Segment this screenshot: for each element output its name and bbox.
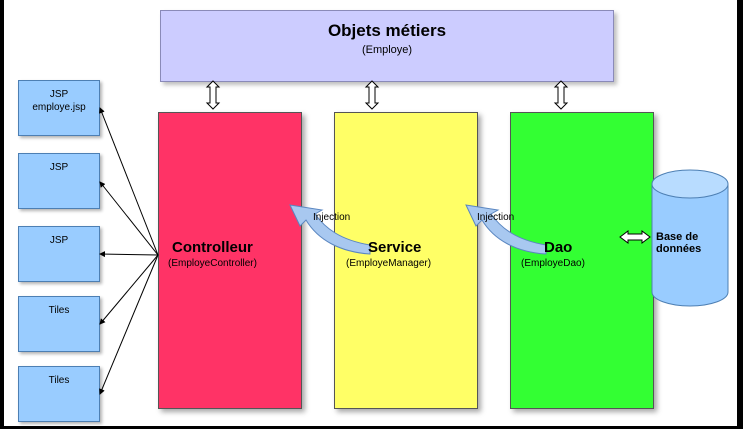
business-object-links [205,80,569,110]
injection-arrow-icon [289,204,371,255]
view-box-jsp-employe: JSP employe.jsp [18,80,100,136]
service-layer-box [334,112,478,409]
controller-label: Controlleur [172,239,253,256]
injection-label-service: Injection [313,212,351,223]
view-box-label: Tiles [48,375,70,386]
injection-label-dao: Injection [477,212,515,223]
injection-arrow-icon [465,204,547,255]
view-box-tiles-2: Tiles [18,366,100,422]
view-box-label: JSP [49,162,69,173]
controller-class-name: (EmployeController) [168,258,257,269]
dao-database-double-arrow-icon [619,230,651,244]
double-arrow-icon [364,80,380,110]
frame-left-border [0,0,4,429]
business-objects-subtitle: (Employe) [361,44,413,56]
database-label-line1: Base de [656,231,699,243]
controller-layer-box [158,112,302,409]
double-arrow-icon [205,80,221,110]
controller-to-view-lines [99,107,159,395]
double-arrow-icon [553,80,569,110]
view-box-tiles-1: Tiles [18,296,100,352]
view-box-filename: employe.jsp [32,102,86,113]
frame-right-border [737,0,743,429]
service-label: Service [368,239,422,256]
business-objects-box: Objets métiers (Employe) [160,10,614,82]
view-box-label: JSP [49,235,69,246]
business-objects-title: Objets métiers [327,21,447,40]
view-box-label: JSP [49,89,69,100]
database-label: Base de données [656,231,726,255]
view-box-label: Tiles [48,305,70,316]
dao-layer-box [510,112,654,409]
injection-arrows [289,204,547,255]
service-class-name: (EmployeManager) [346,258,432,269]
database-icon [651,169,729,307]
view-box-jsp-2: JSP [18,153,100,209]
frame-bottom-border [0,426,743,429]
database-label-line2: données [656,243,702,255]
dao-label: Dao [544,239,573,256]
dao-class-name: (EmployeDao) [521,258,585,269]
